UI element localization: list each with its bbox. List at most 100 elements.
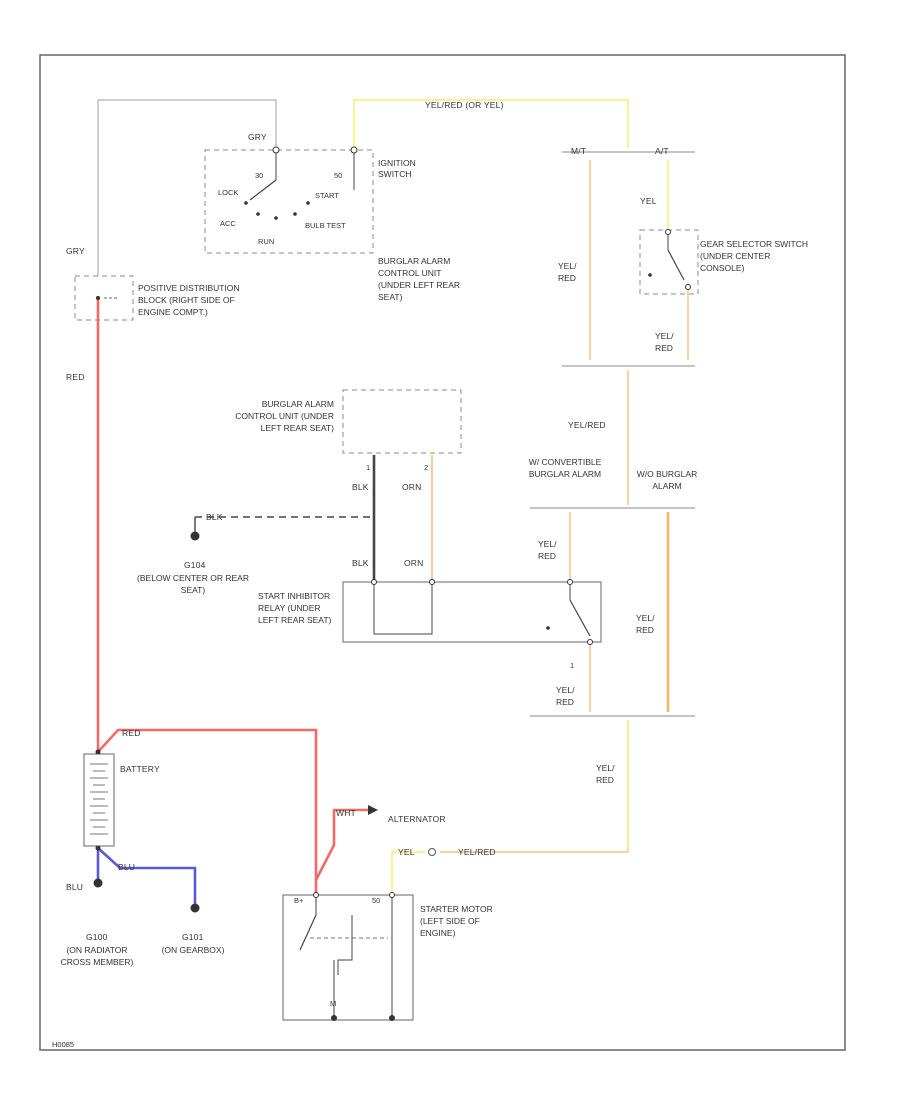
yel-red-lower-box: YEL/ RED: [596, 763, 615, 785]
starter-term-s: [389, 892, 395, 898]
arrow-alternator: [368, 805, 378, 815]
label-blk-ground: BLK: [206, 512, 223, 522]
label-gry-top: GRY: [248, 132, 267, 142]
ign-run: RUN: [258, 237, 274, 246]
pos-dist-label-box: POSITIVE DISTRIBUTION BLOCK (RIGHT SIDE …: [138, 283, 240, 317]
diagram-frame: [39, 54, 846, 1051]
start-relay-label: START INHIBITOR RELAY (UNDER LEFT REAR S…: [258, 591, 332, 625]
ign-pin-30: 30: [255, 171, 263, 180]
gear-term-out: [685, 284, 691, 290]
burglar-alarm-mid-box: [342, 389, 462, 454]
label-yel-red-starter: YEL/RED: [458, 847, 496, 857]
wire-yel-s: [391, 851, 425, 895]
label-mt: M/T: [571, 146, 586, 156]
pos-dist-stud: [96, 296, 100, 300]
connector-c2: [428, 848, 436, 856]
wo-alarm-label: W/O BURGLAR ALARM: [636, 469, 698, 491]
gear-blade: [667, 249, 685, 281]
label-blu-right: BLU: [118, 862, 135, 872]
starter-contact-blade: [299, 914, 317, 951]
starter-label-box: STARTER MOTOR (LEFT SIDE OF ENGINE): [420, 904, 493, 938]
relay-arm: [569, 599, 591, 637]
w-conv-alarm-label: W/ CONVERTIBLE BURGLAR ALARM: [528, 457, 602, 479]
battery-cells: [90, 763, 108, 835]
ign-contact-run: [274, 216, 278, 220]
pin-relay-blk: 1: [366, 463, 370, 472]
g100-loc-label: (ON RADIATOR CROSS MEMBER): [60, 945, 134, 967]
relay-term-orn: [429, 579, 435, 585]
g104-ground: [190, 531, 200, 541]
ign-start: START: [315, 191, 339, 200]
wire-gry: [97, 99, 277, 276]
starter-term-b: [313, 892, 319, 898]
label-yel-red-mid: YEL/RED: [568, 420, 606, 430]
label-blk-1: BLK: [352, 482, 369, 492]
battery-pos-term: [95, 749, 101, 755]
starter-motor-box: [282, 894, 414, 1021]
battery-box: [83, 753, 115, 847]
ign-contact-acc: [256, 212, 260, 216]
relay-term-blk: [371, 579, 377, 585]
yel-red-mt-box: YEL/ RED: [558, 261, 577, 283]
footer-code: H0085: [52, 1040, 74, 1049]
ign-contact-bulb: [293, 212, 297, 216]
g100-label: G100: [86, 932, 108, 942]
gear-term-in: [665, 229, 671, 235]
relay-term-in: [567, 579, 573, 585]
label-orn-1: ORN: [402, 482, 422, 492]
g104-loc-box: (BELOW CENTER OR REAR SEAT): [137, 573, 249, 595]
pin-relay-out: 1: [570, 661, 574, 670]
starter-ground-left: [331, 1015, 337, 1021]
wo-alarm-box: W/O BURGLAR ALARM: [636, 469, 698, 491]
label-yel-red-gear: YEL/ RED: [655, 331, 674, 353]
ign-switch-label-box: IGNITION SWITCH: [378, 158, 416, 179]
label-yel-red-mt: YEL/ RED: [558, 261, 577, 283]
wire-blu-right: [97, 847, 197, 905]
pos-dist-block: [74, 275, 134, 321]
relay-label-box: START INHIBITOR RELAY (UNDER LEFT REAR S…: [258, 591, 332, 625]
w-conv-box: W/ CONVERTIBLE BURGLAR ALARM: [528, 457, 602, 479]
starter-coil: [337, 915, 353, 975]
ign-acc: ACC: [220, 219, 236, 228]
label-orn-2: ORN: [404, 558, 424, 568]
wire-wht-alt: [314, 808, 368, 881]
g101-loc-box: (ON GEARBOX): [161, 945, 225, 955]
ign-pin-50: 50: [334, 171, 342, 180]
label-yel-starter: YEL: [398, 847, 415, 857]
relay-term-out: [587, 639, 593, 645]
g104-loc-label: (BELOW CENTER OR REAR SEAT): [137, 573, 249, 595]
label-yel-red-lower: YEL/ RED: [596, 763, 615, 785]
ignition-switch-label: IGNITION SWITCH: [378, 158, 416, 179]
gear-selector-label: GEAR SELECTOR SWITCH (UNDER CENTER CONSO…: [700, 239, 808, 273]
ign-term-50: [350, 146, 358, 154]
pos-dist-label: POSITIVE DISTRIBUTION BLOCK (RIGHT SIDE …: [138, 283, 240, 317]
alternator-label: ALTERNATOR: [388, 814, 446, 824]
ign-lock: LOCK: [218, 188, 238, 197]
ign-term-30: [272, 146, 280, 154]
label-yel-red-right: YEL/ RED: [636, 613, 655, 635]
g101-loc-label: (ON GEARBOX): [161, 945, 225, 955]
battery-neg-term: [95, 845, 101, 851]
label-at: A/T: [655, 146, 669, 156]
starter-pin-s: 50: [372, 896, 380, 905]
ign-bulb: BULB TEST: [305, 221, 346, 230]
battery-label: BATTERY: [120, 764, 160, 774]
ignition-switch-box: [204, 149, 374, 254]
burglar-mid-label-box: BURGLAR ALARM CONTROL UNIT (UNDER LEFT R…: [235, 399, 334, 433]
wire-yel-top: [353, 99, 629, 150]
burglar-top-label-box: BURGLAR ALARM CONTROL UNIT (UNDER LEFT R…: [378, 256, 460, 302]
label-yel-red-relay-out: YEL/ RED: [556, 685, 575, 707]
label-yel-gear: YEL: [640, 196, 657, 206]
label-yel-red-relay-in: YEL/ RED: [538, 539, 557, 561]
yel-red-relay-out-box: YEL/ RED: [556, 685, 575, 707]
label-wht-alt: WHT: [336, 808, 356, 818]
starter-ground-right: [389, 1015, 395, 1021]
label-gry-left: GRY: [66, 246, 85, 256]
relay-contact: [546, 626, 550, 630]
gear-label-box: GEAR SELECTOR SWITCH (UNDER CENTER CONSO…: [700, 239, 808, 273]
ign-contact-lock: [244, 201, 248, 205]
label-red-left: RED: [66, 372, 85, 382]
starter-pin-b: B+: [294, 896, 304, 905]
g101-label: G101: [182, 932, 204, 942]
